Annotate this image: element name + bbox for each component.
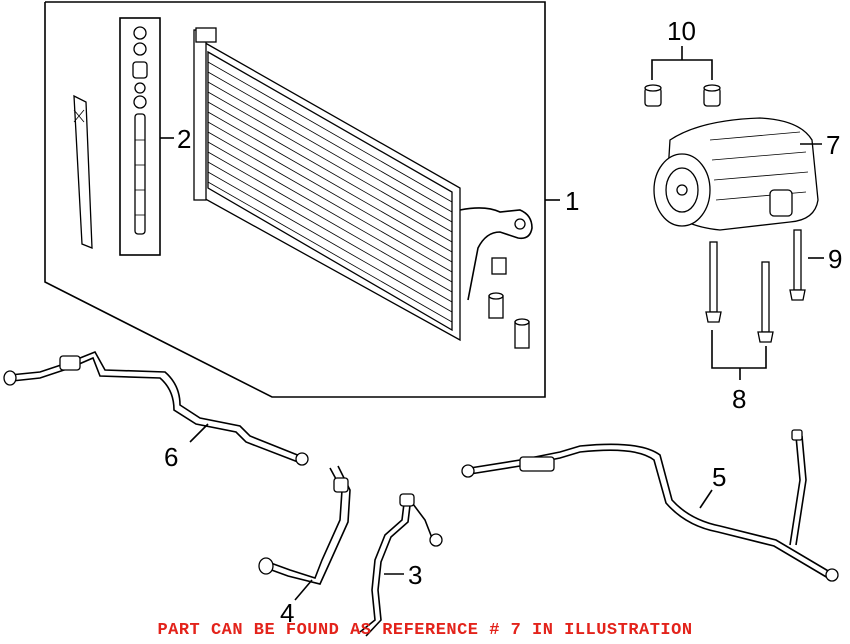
callout-labels: 1 2 3 4 5 6 7 8 9 10: [164, 16, 842, 628]
callout-3: 3: [408, 560, 422, 590]
callout-4: 4: [280, 598, 294, 628]
callout-7: 7: [826, 130, 840, 160]
callout-2: 2: [177, 124, 191, 154]
seal-strip: [73, 94, 93, 249]
callout-5: 5: [712, 462, 726, 492]
ac-line-3: [359, 493, 443, 637]
reference-notice: PART CAN BE FOUND AS REFERENCE # 7 IN IL…: [157, 621, 693, 640]
ac-line-4: [258, 465, 351, 585]
drier-kit-box: [119, 17, 161, 256]
ac-line-6: [3, 350, 309, 466]
bolts: [705, 229, 806, 343]
ac-compressor: [653, 117, 819, 231]
callout-8: 8: [732, 384, 746, 414]
callout-6: 6: [164, 442, 178, 472]
condenser-group-frame: [44, 1, 546, 398]
ac-line-5: [461, 429, 839, 582]
caps: [644, 84, 721, 107]
condenser-illustration: [193, 27, 533, 349]
callout-1: 1: [565, 186, 579, 216]
callout-10: 10: [667, 16, 696, 46]
callout-9: 9: [828, 244, 842, 274]
leader-lines: [160, 46, 824, 601]
